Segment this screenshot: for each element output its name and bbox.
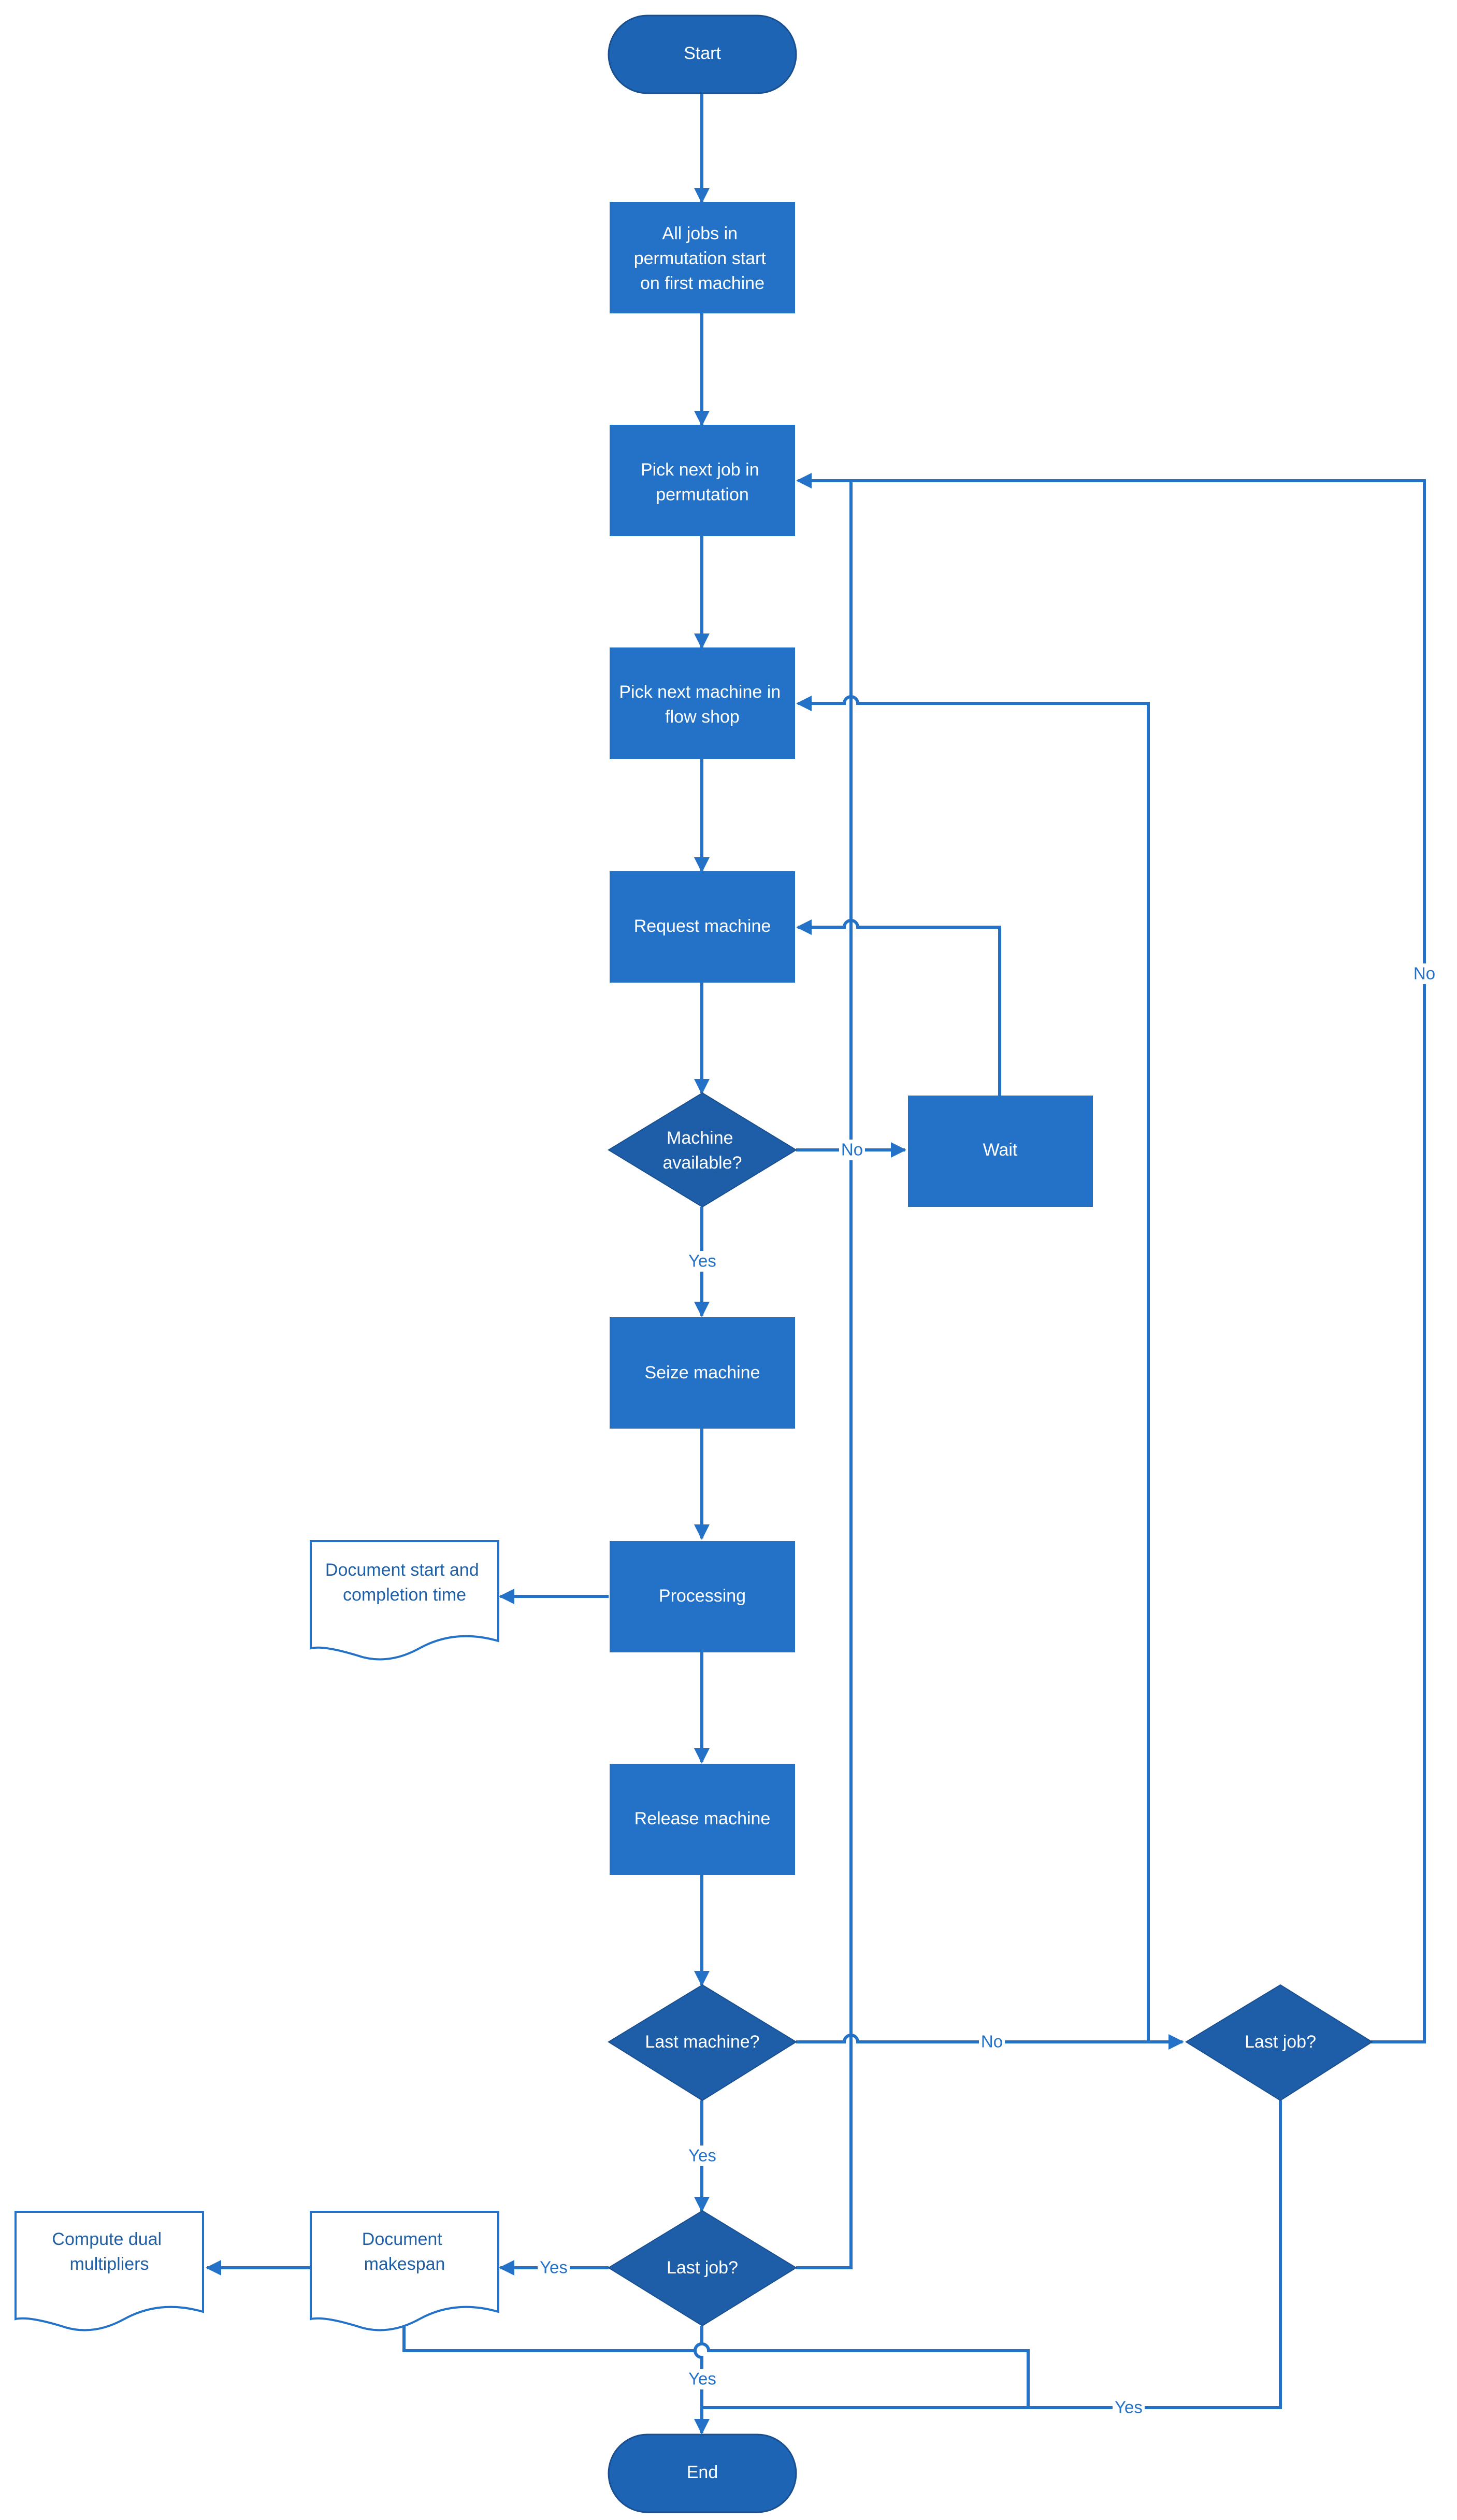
wait-process: Wait bbox=[908, 1096, 1093, 1207]
compute-dual-line-2: multipliers bbox=[69, 2254, 149, 2274]
doc-makespan-document: Document makespan bbox=[310, 2211, 499, 2331]
last-machine-label: Last machine? bbox=[645, 2032, 759, 2052]
seize-machine-label: Seize machine bbox=[644, 1363, 760, 1383]
compute-dual-line-1: Compute dual bbox=[52, 2229, 162, 2249]
svg-text:Compute dual multipliers: Compute dual multipliers bbox=[52, 2229, 166, 2274]
label-last-machine-no: No bbox=[981, 2032, 1003, 2051]
pick-job-line-2: permutation bbox=[656, 485, 749, 505]
pick-job-line-1: Pick next job in bbox=[641, 460, 759, 480]
machine-available-line-2: available? bbox=[662, 1153, 742, 1173]
doc-makespan-line-1: Document bbox=[362, 2229, 443, 2249]
edge-to-makespan-bottom bbox=[396, 2309, 1030, 2408]
doc-start-line-1: Document start and bbox=[325, 1560, 479, 1580]
processing-process: Processing bbox=[610, 1541, 795, 1652]
doc-start-completion-document: Document start and completion time bbox=[310, 1540, 499, 1661]
edge-last-job-center-to-pick-job bbox=[796, 481, 853, 2269]
all-jobs-process: All jobs in permutation start on first m… bbox=[610, 202, 795, 313]
svg-text:All jobs in permutation: All jobs in permutation start on first m… bbox=[634, 224, 771, 293]
all-jobs-line-3: on first machine bbox=[640, 273, 764, 293]
wait-label: Wait bbox=[983, 1140, 1018, 1160]
doc-start-line-2: completion time bbox=[343, 1585, 466, 1605]
start-terminal: Start bbox=[608, 15, 797, 94]
request-machine-process: Request machine bbox=[610, 871, 795, 983]
request-machine-label: Request machine bbox=[634, 916, 771, 936]
doc-makespan-line-2: makespan bbox=[364, 2254, 445, 2274]
edges bbox=[206, 94, 1426, 2435]
label-last-job-right-yes: Yes bbox=[1115, 2398, 1143, 2417]
last-job-right-decision: Last job? bbox=[1185, 1984, 1373, 2101]
machine-available-decision: Machine available? bbox=[608, 1092, 797, 1208]
edge-wait-to-request bbox=[796, 919, 1001, 1096]
pick-next-job-process: Pick next job in permutation bbox=[610, 425, 795, 536]
machine-available-line-1: Machine bbox=[667, 1128, 733, 1148]
seize-machine-process: Seize machine bbox=[610, 1317, 795, 1429]
last-job-right-label: Last job? bbox=[1245, 2032, 1316, 2052]
edge-last-job-right-no-to-pick-job bbox=[796, 473, 1426, 2043]
pick-machine-line-1: Pick next machine in bbox=[619, 682, 781, 702]
label-machine-available-no: No bbox=[841, 1140, 863, 1159]
svg-text:Pick next job in permuta: Pick next job in permutation bbox=[641, 460, 764, 505]
label-last-machine-yes: Yes bbox=[688, 2146, 716, 2165]
release-machine-process: Release machine bbox=[610, 1764, 795, 1875]
all-jobs-line-2: permutation start bbox=[634, 249, 767, 268]
edge-labels: No Yes No No Yes Yes Yes Yes bbox=[538, 963, 1437, 2418]
label-machine-available-yes: Yes bbox=[688, 1251, 716, 1271]
last-job-center-label: Last job? bbox=[667, 2258, 738, 2278]
label-last-job-right-no: No bbox=[1413, 964, 1435, 983]
svg-text:Document start and compl: Document start and completion time bbox=[325, 1560, 484, 1605]
svg-text:Document makespan: Document makespan bbox=[362, 2229, 447, 2274]
edge-last-job-right-yes-to-end bbox=[702, 2100, 1282, 2409]
pick-next-machine-process: Pick next machine in flow shop bbox=[610, 647, 795, 759]
label-last-job-center-yes-down: Yes bbox=[688, 2369, 716, 2388]
release-machine-label: Release machine bbox=[634, 1809, 771, 1828]
end-label: End bbox=[687, 2463, 718, 2482]
last-machine-decision: Last machine? bbox=[608, 1984, 797, 2101]
end-terminal: End bbox=[608, 2433, 797, 2513]
pick-machine-line-2: flow shop bbox=[665, 707, 740, 727]
all-jobs-line-1: All jobs in bbox=[662, 224, 738, 243]
processing-label: Processing bbox=[659, 1586, 746, 1606]
compute-dual-document: Compute dual multipliers bbox=[15, 2211, 204, 2331]
last-job-center-decision: Last job? bbox=[608, 2210, 797, 2327]
label-last-job-center-yes-left: Yes bbox=[540, 2258, 568, 2277]
svg-text:Pick next machine in flo: Pick next machine in flow shop bbox=[619, 682, 785, 727]
start-label: Start bbox=[684, 44, 721, 63]
svg-text:Machine available?: Machine available? bbox=[662, 1128, 742, 1173]
